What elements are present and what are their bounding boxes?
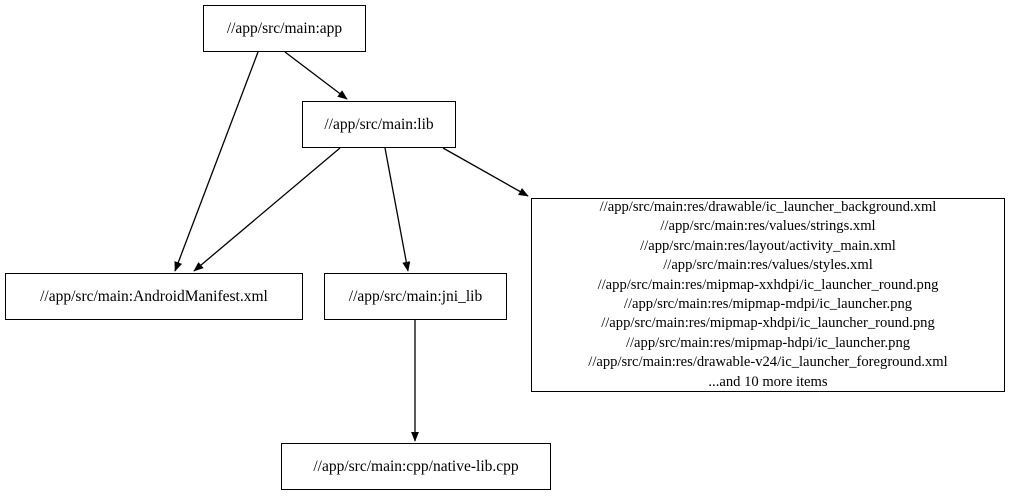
node-app[interactable]: //app/src/main:app: [203, 5, 366, 52]
resource-line: //app/src/main:res/mipmap-xxhdpi/ic_laun…: [597, 276, 939, 293]
resource-line: //app/src/main:res/values/styles.xml: [663, 257, 873, 274]
node-lib[interactable]: //app/src/main:lib: [302, 101, 456, 148]
node-resources[interactable]: //app/src/main:res/drawable/ic_launcher_…: [531, 198, 1005, 392]
node-app-label: //app/src/main:app: [226, 19, 343, 37]
node-android-manifest[interactable]: //app/src/main:AndroidManifest.xml: [5, 273, 303, 320]
resource-line: //app/src/main:res/layout/activity_main.…: [640, 237, 896, 254]
edge-app-to-lib: [284, 51, 348, 100]
resource-line: //app/src/main:res/mipmap-mdpi/ic_launch…: [623, 296, 913, 312]
node-android-manifest-label: //app/src/main:AndroidManifest.xml: [40, 287, 268, 305]
node-native-lib-label: //app/src/main:cpp/native-lib.cpp: [313, 457, 519, 475]
edge-app-to-android-manifest: [174, 51, 259, 272]
node-jni-lib-label: //app/src/main:jni_lib: [348, 287, 483, 305]
edge-lib-to-android-manifest: [193, 147, 341, 272]
node-native-lib[interactable]: //app/src/main:cpp/native-lib.cpp: [281, 443, 551, 490]
edge-lib-to-jni-lib: [384, 147, 411, 272]
node-lib-label: //app/src/main:lib: [324, 115, 434, 133]
resource-line: //app/src/main:res/values/strings.xml: [660, 218, 876, 235]
resource-line: ...and 10 more items: [708, 373, 828, 390]
node-jni-lib[interactable]: //app/src/main:jni_lib: [324, 273, 507, 320]
resource-line: //app/src/main:res/drawable/ic_launcher_…: [599, 198, 937, 215]
resource-line: //app/src/main:res/drawable-v24/ic_launc…: [588, 354, 948, 371]
node-resources-label: //app/src/main:res/drawable/ic_launcher_…: [580, 194, 955, 396]
resource-line: //app/src/main:res/mipmap-hdpi/ic_launch…: [625, 334, 911, 351]
resource-line: //app/src/main:res/mipmap-xhdpi/ic_launc…: [601, 315, 935, 332]
edge-lib-to-resources: [442, 147, 529, 197]
